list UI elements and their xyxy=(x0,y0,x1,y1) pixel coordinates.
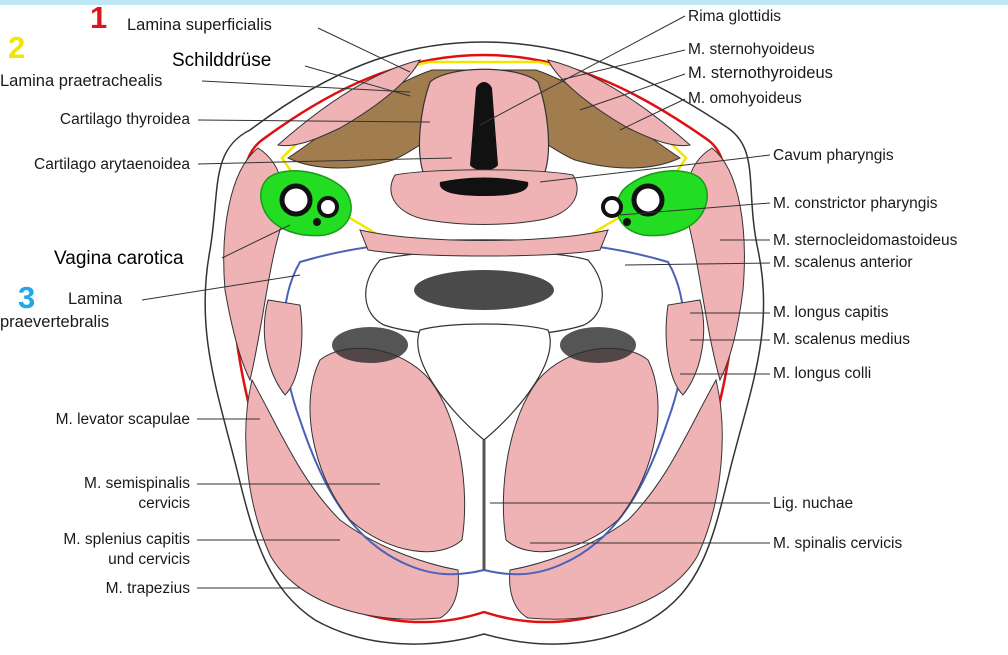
vagus-left xyxy=(313,218,321,226)
vertebral-marrow xyxy=(414,270,554,310)
layer-number-2: 2 xyxy=(8,32,25,64)
label-omohyoideus: M. omohyoideus xyxy=(688,89,802,108)
label-longus-capitis: M. longus capitis xyxy=(773,303,888,322)
label-semispinalis-2: cervicis xyxy=(138,494,190,513)
label-sternocleidomastoideus: M. sternocleidomastoideus xyxy=(773,231,957,250)
label-vagina-carotica: Vagina carotica xyxy=(54,248,184,270)
label-lamina-praevertebralis-1: Lamina xyxy=(68,290,122,309)
label-constrictor-pharyngis: M. constrictor pharyngis xyxy=(773,194,938,213)
transverse-right xyxy=(560,327,636,363)
carotid-left-artery xyxy=(319,198,337,216)
label-semispinalis-1: M. semispinalis xyxy=(84,474,190,493)
label-longus-colli: M. longus colli xyxy=(773,364,871,383)
carotid-right-vein xyxy=(634,186,662,214)
label-scalenus-medius: M. scalenus medius xyxy=(773,330,910,349)
label-sternothyroideus: M. sternothyroideus xyxy=(688,64,833,83)
label-rima-glottidis: Rima glottidis xyxy=(688,7,781,26)
label-cartilago-thyroidea: Cartilago thyroidea xyxy=(60,110,190,129)
layer-number-3: 3 xyxy=(18,282,35,314)
layer-number-1: 1 xyxy=(90,2,107,34)
label-lamina-praevertebralis-2: praevertebralis xyxy=(0,313,109,332)
label-lamina-praetrachealis: Lamina praetrachealis xyxy=(0,72,162,91)
carotid-left-vein xyxy=(282,186,310,214)
label-lamina-superficialis: Lamina superficialis xyxy=(127,16,272,35)
label-sternohyoideus: M. sternohyoideus xyxy=(688,40,815,59)
carotid-right-artery xyxy=(603,198,621,216)
label-cartilago-arytaenoidea: Cartilago arytaenoidea xyxy=(34,155,190,174)
label-lig-nuchae: Lig. nuchae xyxy=(773,494,853,513)
layer-number-2-text: 2 xyxy=(8,30,25,65)
label-scalenus-anterior: M. scalenus anterior xyxy=(773,253,913,272)
label-splenius-1: M. splenius capitis xyxy=(63,530,190,549)
transverse-left xyxy=(332,327,408,363)
label-trapezius: M. trapezius xyxy=(106,579,190,598)
layer-number-3-text: 3 xyxy=(18,280,35,315)
label-schilddruese: Schilddrüse xyxy=(172,50,271,72)
layer-number-1-text: 1 xyxy=(90,0,107,35)
label-cavum-pharyngis: Cavum pharyngis xyxy=(773,146,894,165)
cavum-pharyngis xyxy=(440,178,528,197)
label-spinalis-cervicis: M. spinalis cervicis xyxy=(773,534,902,553)
label-levator-scapulae: M. levator scapulae xyxy=(56,410,190,429)
label-splenius-2: und cervicis xyxy=(108,550,190,569)
vagus-right xyxy=(623,218,631,226)
